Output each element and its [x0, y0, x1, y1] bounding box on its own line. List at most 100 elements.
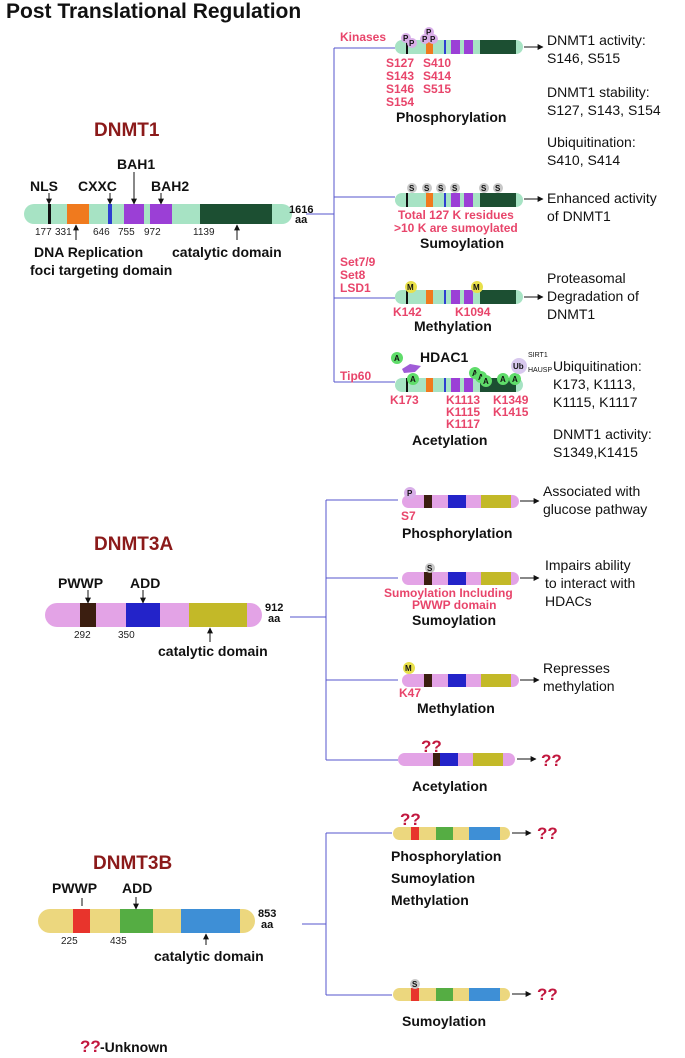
acetyl-effect-2: K173, K1113, — [553, 376, 636, 392]
effect-activity-sites: S146, S515 — [547, 50, 620, 66]
sumo-effect-1: Enhanced activity — [547, 190, 657, 206]
legend-text: -Unknown — [100, 1039, 168, 1055]
dnmt3a-phospho-effect-1: Associated with — [543, 483, 640, 499]
methyl-marker — [403, 662, 415, 674]
dnmt3a-protein-bar — [45, 603, 262, 627]
site-s515: S515 — [423, 82, 451, 96]
site-k1117: K1117 — [446, 417, 480, 431]
dnmt1-length: 1616 — [289, 204, 313, 216]
dnmt3a-acetyl-bar — [398, 753, 515, 766]
svg-text:S: S — [452, 184, 458, 193]
sumo-note-1: Total 127 K residues — [398, 208, 514, 222]
site-k142: K142 — [393, 305, 422, 319]
acetyl-markers: A A A A A A A — [391, 352, 521, 387]
dnmt1-phosphorylation-label: Phosphorylation — [396, 109, 506, 125]
ub-circle — [511, 358, 527, 374]
acetyl-effect-4: DNMT1 activity: — [553, 426, 652, 442]
dnmt3a-phosphorylation-label: Phosphorylation — [402, 525, 512, 541]
cxxc-domain-orange — [67, 204, 89, 224]
effect-ubiq-sites: S410, S414 — [547, 152, 620, 168]
dnmt3b-sumo-bar — [393, 988, 510, 1001]
dnmt3b-phosphorylation-label: Phosphorylation — [391, 848, 501, 864]
site-s7: S7 — [401, 509, 416, 523]
svg-text:P: P — [409, 39, 415, 48]
svg-text:P: P — [430, 35, 436, 44]
dnmt3b-group-unknown: ?? — [400, 810, 421, 829]
dnmt3b-sumoylation-label-1: Sumoylation — [391, 870, 475, 886]
dnmt1-methylation-label: Methylation — [414, 318, 492, 334]
dnmt3a-acetyl-effect-unknown: ?? — [541, 751, 562, 770]
site-k1115: K1115 — [446, 405, 480, 419]
dnmt3b-aa: aa — [261, 919, 274, 931]
dnmt1-protein-bar — [24, 204, 292, 224]
svg-text:S: S — [495, 184, 501, 193]
legend-mark: ?? — [80, 1037, 101, 1056]
svg-text:S: S — [412, 980, 418, 989]
kinases-label: Kinases — [340, 30, 386, 44]
dnmt3a-sumo-note-2: PWWP domain — [412, 598, 496, 612]
svg-text:S: S — [481, 184, 487, 193]
nls-domain — [48, 204, 51, 224]
svg-text:A: A — [472, 369, 478, 378]
dnmt3a-acetylation-label: Acetylation — [412, 778, 487, 794]
svg-text:A: A — [410, 375, 416, 384]
dnmt3b-bracket — [302, 832, 392, 996]
dna-replication-label: DNA Replication — [34, 244, 143, 260]
svg-text:M: M — [405, 664, 412, 673]
dnmt3b-methylation-label: Methylation — [391, 892, 469, 908]
pos-350: 350 — [118, 630, 135, 641]
dnmt3a-acetyl-unknown: ?? — [421, 737, 442, 756]
methyl-effect-1: Proteasomal — [547, 270, 626, 286]
cxxc-domain-blue — [108, 204, 112, 224]
pwwp-domain — [73, 909, 90, 933]
foci-targeting-label: foci targeting domain — [30, 262, 172, 278]
dnmt3a-aa: aa — [268, 613, 281, 625]
svg-text:M: M — [473, 283, 480, 292]
dnmt3a-sumo-note-1: Sumoylation Including — [384, 586, 513, 600]
dnmt3a-add-label: ADD — [130, 575, 160, 591]
dnmt3a-title: DNMT3A — [94, 534, 173, 555]
hdac1-label: HDAC1 — [420, 349, 468, 365]
dnmt3a-sumo-effect-3: HDACs — [545, 593, 592, 609]
sumo-markers: S S S S S S — [407, 183, 503, 193]
bah1-label: BAH1 — [117, 156, 155, 172]
legend: ?? -Unknown — [80, 1037, 168, 1056]
dnmt3a-methyl-effect-2: methylation — [543, 678, 615, 694]
site-s146: S146 — [386, 82, 414, 96]
methyl-effect-2: Degradation of — [547, 288, 639, 304]
site-k1415: K1415 — [493, 405, 529, 419]
pos-1139: 1139 — [193, 227, 215, 238]
svg-text:S: S — [409, 184, 415, 193]
bah1-domain — [124, 204, 144, 224]
pwwp-domain — [80, 603, 96, 627]
hdac1-shape — [402, 364, 421, 373]
dnmt3a-bracket — [290, 499, 398, 761]
dnmt3b-group-bar — [393, 827, 510, 840]
sumo-marker — [425, 563, 435, 573]
svg-text:A: A — [394, 354, 400, 363]
sirt1-label: SIRT1 — [528, 352, 548, 359]
dnmt3a-sumo-bar — [402, 572, 519, 585]
dnmt3a-length: 912 — [265, 602, 283, 614]
page-title: Post Translational Regulation — [6, 0, 301, 23]
site-k47: K47 — [399, 686, 421, 700]
svg-text:A: A — [512, 375, 518, 384]
pos-646: 646 — [93, 227, 110, 238]
site-s127: S127 — [386, 56, 414, 70]
site-s143: S143 — [386, 69, 414, 83]
catalytic-domain — [189, 603, 247, 627]
dnmt1-sumoylation-label: Sumoylation — [420, 235, 504, 251]
methyl-effect-3: DNMT1 — [547, 306, 595, 322]
set8-label: Set8 — [340, 268, 366, 282]
svg-text:S: S — [438, 184, 444, 193]
svg-text:P: P — [403, 34, 409, 43]
pos-331: 331 — [55, 227, 72, 238]
dnmt3b-sumoylation-label: Sumoylation — [402, 1013, 486, 1029]
dnmt1-acetylation-label: Acetylation — [412, 432, 487, 448]
site-k173: K173 — [390, 393, 419, 407]
dnmt3b-length: 853 — [258, 908, 276, 920]
dnmt1-bracket — [306, 47, 395, 383]
dnmt3b-add-label: ADD — [122, 880, 152, 896]
effect-ubiq-title: Ubiquitination: — [547, 134, 636, 150]
